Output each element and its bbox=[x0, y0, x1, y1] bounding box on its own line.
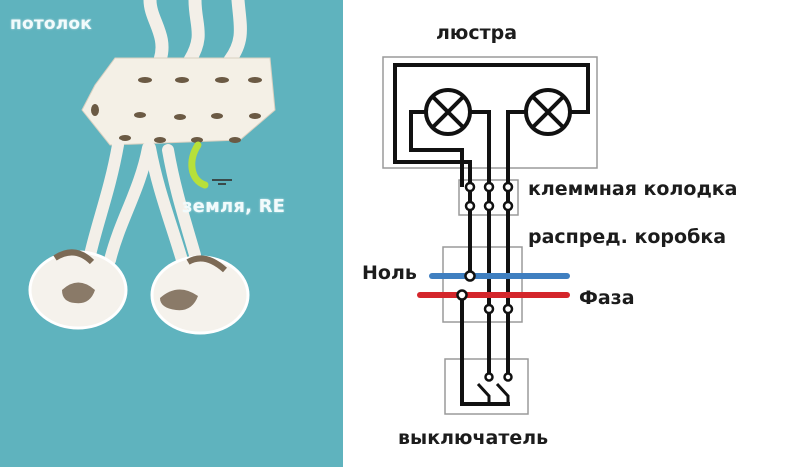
wiring-diagram: люстра клеммная колодка распред. коробка… bbox=[343, 0, 800, 467]
junction-box bbox=[442, 246, 523, 323]
lamp-right-icon bbox=[524, 88, 572, 136]
neutral-label: Ноль bbox=[362, 262, 417, 284]
ground-label: земля, RE bbox=[182, 196, 286, 217]
wiring-schematic bbox=[382, 56, 598, 415]
lamp-left-icon bbox=[424, 88, 472, 136]
chandelier-label: люстра bbox=[436, 22, 518, 44]
ceiling-label: потолок bbox=[10, 14, 93, 34]
neutral-wire bbox=[393, 63, 590, 276]
double-switch-icon bbox=[476, 382, 510, 404]
ground-wire bbox=[188, 141, 209, 189]
switch-label: выключатель bbox=[398, 427, 549, 449]
junction-box-label: распред. коробка bbox=[528, 226, 727, 248]
switch-box bbox=[444, 358, 529, 415]
terminal-dots bbox=[456, 181, 514, 382]
phase-label: Фаза bbox=[579, 287, 635, 309]
lamp1-return bbox=[409, 110, 464, 187]
socket-wires bbox=[84, 139, 201, 266]
photo-panel: потолок земля, RE bbox=[0, 0, 343, 467]
lamp-socket-right bbox=[150, 255, 250, 335]
terminal-block-label: клеммная колодка bbox=[528, 178, 738, 200]
terminal-block-photo bbox=[81, 57, 276, 146]
wiring-photo-illustration bbox=[28, 0, 276, 335]
lamp-socket-left bbox=[28, 249, 128, 330]
